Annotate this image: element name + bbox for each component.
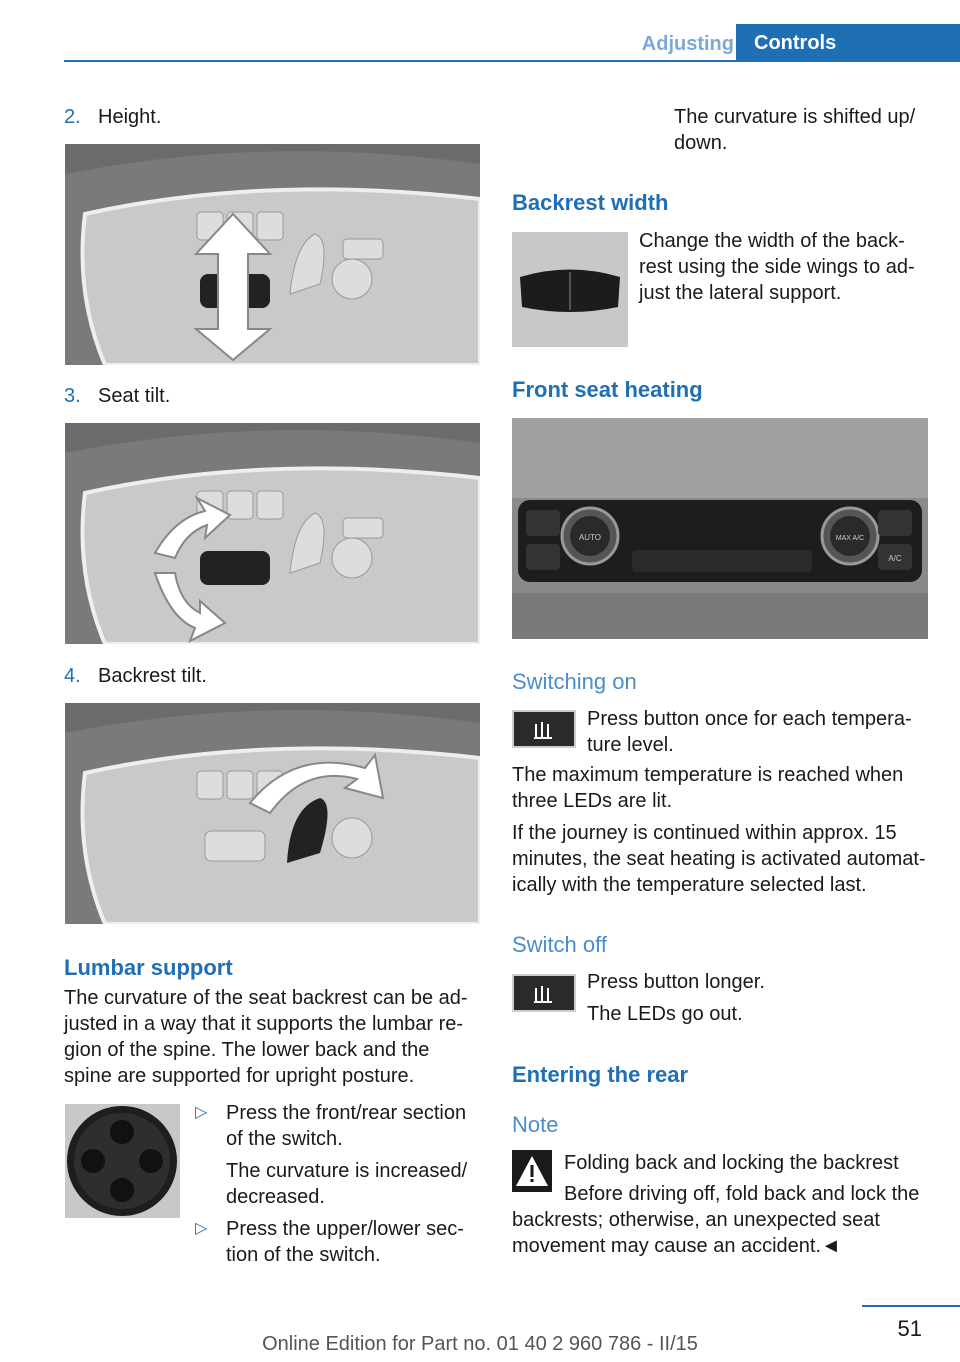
- seat-heating-button-icon: [512, 710, 576, 748]
- body-line: spine are supported for upright posture.: [64, 1065, 415, 1087]
- curvature-cont: The curvature is shifted up/ down.: [674, 104, 915, 156]
- note-heading: Note: [512, 1112, 559, 1137]
- body-line: just the lateral support.: [639, 282, 842, 304]
- bullet-note-line: The curvature is increased/: [226, 1160, 468, 1182]
- body-line: The curvature of the seat backrest can b…: [64, 987, 468, 1009]
- switching-on-p2: If the journey is continued within appro…: [512, 820, 952, 898]
- footer-edition: Online Edition for Part no. 01 40 2 960 …: [262, 1333, 698, 1355]
- step-3: 3. Seat tilt.: [64, 383, 170, 409]
- warning-heading: Folding back and locking the backrest: [564, 1152, 899, 1174]
- step-number: 2.: [64, 106, 81, 128]
- body-line: rest using the side wings to ad-: [639, 256, 915, 278]
- bullet-upper-lower: ▷ Press the upper/lower sec- tion of the…: [195, 1216, 485, 1268]
- step-2: 2. Height.: [64, 104, 161, 130]
- warning-body: backrests; otherwise, an unexpected seat…: [512, 1207, 952, 1259]
- seat-tilt-photo: [65, 423, 480, 644]
- switch-off-heading: Switch off: [512, 932, 607, 957]
- bullet-line: of the switch.: [226, 1128, 343, 1150]
- body-line: backrests; otherwise, an unexpected seat: [512, 1209, 880, 1231]
- body-line: gion of the spine. The lower back and th…: [64, 1039, 430, 1061]
- page-number: 51: [897, 1316, 922, 1341]
- header-rule: [64, 60, 960, 62]
- lumbar-bullets: ▷ Press the front/rear section of the sw…: [195, 1100, 485, 1268]
- header-tab-adjusting: Adjusting: [641, 33, 734, 55]
- backrest-width-heading: Backrest width: [512, 190, 669, 215]
- step-label: Backrest tilt.: [98, 665, 207, 687]
- body-line: The curvature is shifted up/: [674, 106, 916, 128]
- step-label: Height.: [98, 106, 162, 128]
- climate-panel-photo: AUTO MAX A/C A/C: [512, 418, 928, 639]
- seat-heating-button-icon: [512, 974, 576, 1012]
- bullet-note-line: decreased.: [226, 1186, 325, 1208]
- lumbar-support-body: The curvature of the seat backrest can b…: [64, 985, 504, 1089]
- bullet-line: Press the front/rear section: [226, 1102, 467, 1124]
- warning-line-1: Before driving off, fold back and lock t…: [564, 1183, 920, 1205]
- body-line: down.: [674, 132, 728, 154]
- bullet-marker: ▷: [195, 1104, 208, 1121]
- backrest-tilt-photo: [65, 703, 480, 924]
- body-line: If the journey is continued within appro…: [512, 822, 897, 844]
- switching-on-p1: The maximum temperature is reached when …: [512, 762, 942, 814]
- step-4: 4. Backrest tilt.: [64, 663, 207, 689]
- bullet-line: Press the upper/lower sec-: [226, 1218, 464, 1240]
- switching-on-instruction: Press button once for each tempera- ture…: [587, 706, 927, 758]
- lumbar-support-heading: Lumbar support: [64, 955, 233, 980]
- body-line: three LEDs are lit.: [512, 790, 673, 812]
- footer-rule: [862, 1305, 960, 1307]
- backrest-width-body: Change the width of the back- rest using…: [639, 228, 949, 306]
- max-ac-button-label: MAX A/C: [836, 535, 864, 542]
- lumbar-switch-photo: [65, 1104, 180, 1218]
- bullet-front-rear: ▷ Press the front/rear section of the sw…: [195, 1100, 485, 1210]
- body-line: The maximum temperature is reached when: [512, 764, 904, 786]
- entering-rear-heading: Entering the rear: [512, 1062, 689, 1087]
- body-line: Change the width of the back-: [639, 230, 905, 252]
- step-number: 3.: [64, 385, 81, 407]
- height-photo: [65, 144, 480, 365]
- switching-on-heading: Switching on: [512, 669, 637, 694]
- body-line: minutes, the seat heating is activated a…: [512, 848, 926, 870]
- body-line: ture level.: [587, 734, 674, 756]
- front-seat-heating-heading: Front seat heating: [512, 377, 703, 402]
- step-number: 4.: [64, 665, 81, 687]
- switch-off-line-1: Press button longer.: [587, 971, 765, 993]
- warning-triangle-icon: [512, 1150, 552, 1192]
- body-line: justed in a way that it supports the lum…: [64, 1013, 464, 1035]
- header-tab-controls: Controls: [736, 24, 960, 62]
- body-line: movement may cause an accident.◄: [512, 1235, 841, 1257]
- step-label: Seat tilt.: [98, 385, 171, 407]
- auto-button-label: AUTO: [579, 533, 601, 542]
- switch-off-line-2: The LEDs go out.: [587, 1003, 743, 1025]
- body-line: ically with the temperature selected las…: [512, 874, 867, 896]
- backrest-width-photo: [512, 232, 628, 347]
- body-line: Press button once for each tempera-: [587, 708, 912, 730]
- bullet-line: tion of the switch.: [226, 1244, 381, 1266]
- ac-button-label: A/C: [888, 554, 902, 563]
- bullet-marker: ▷: [195, 1220, 208, 1237]
